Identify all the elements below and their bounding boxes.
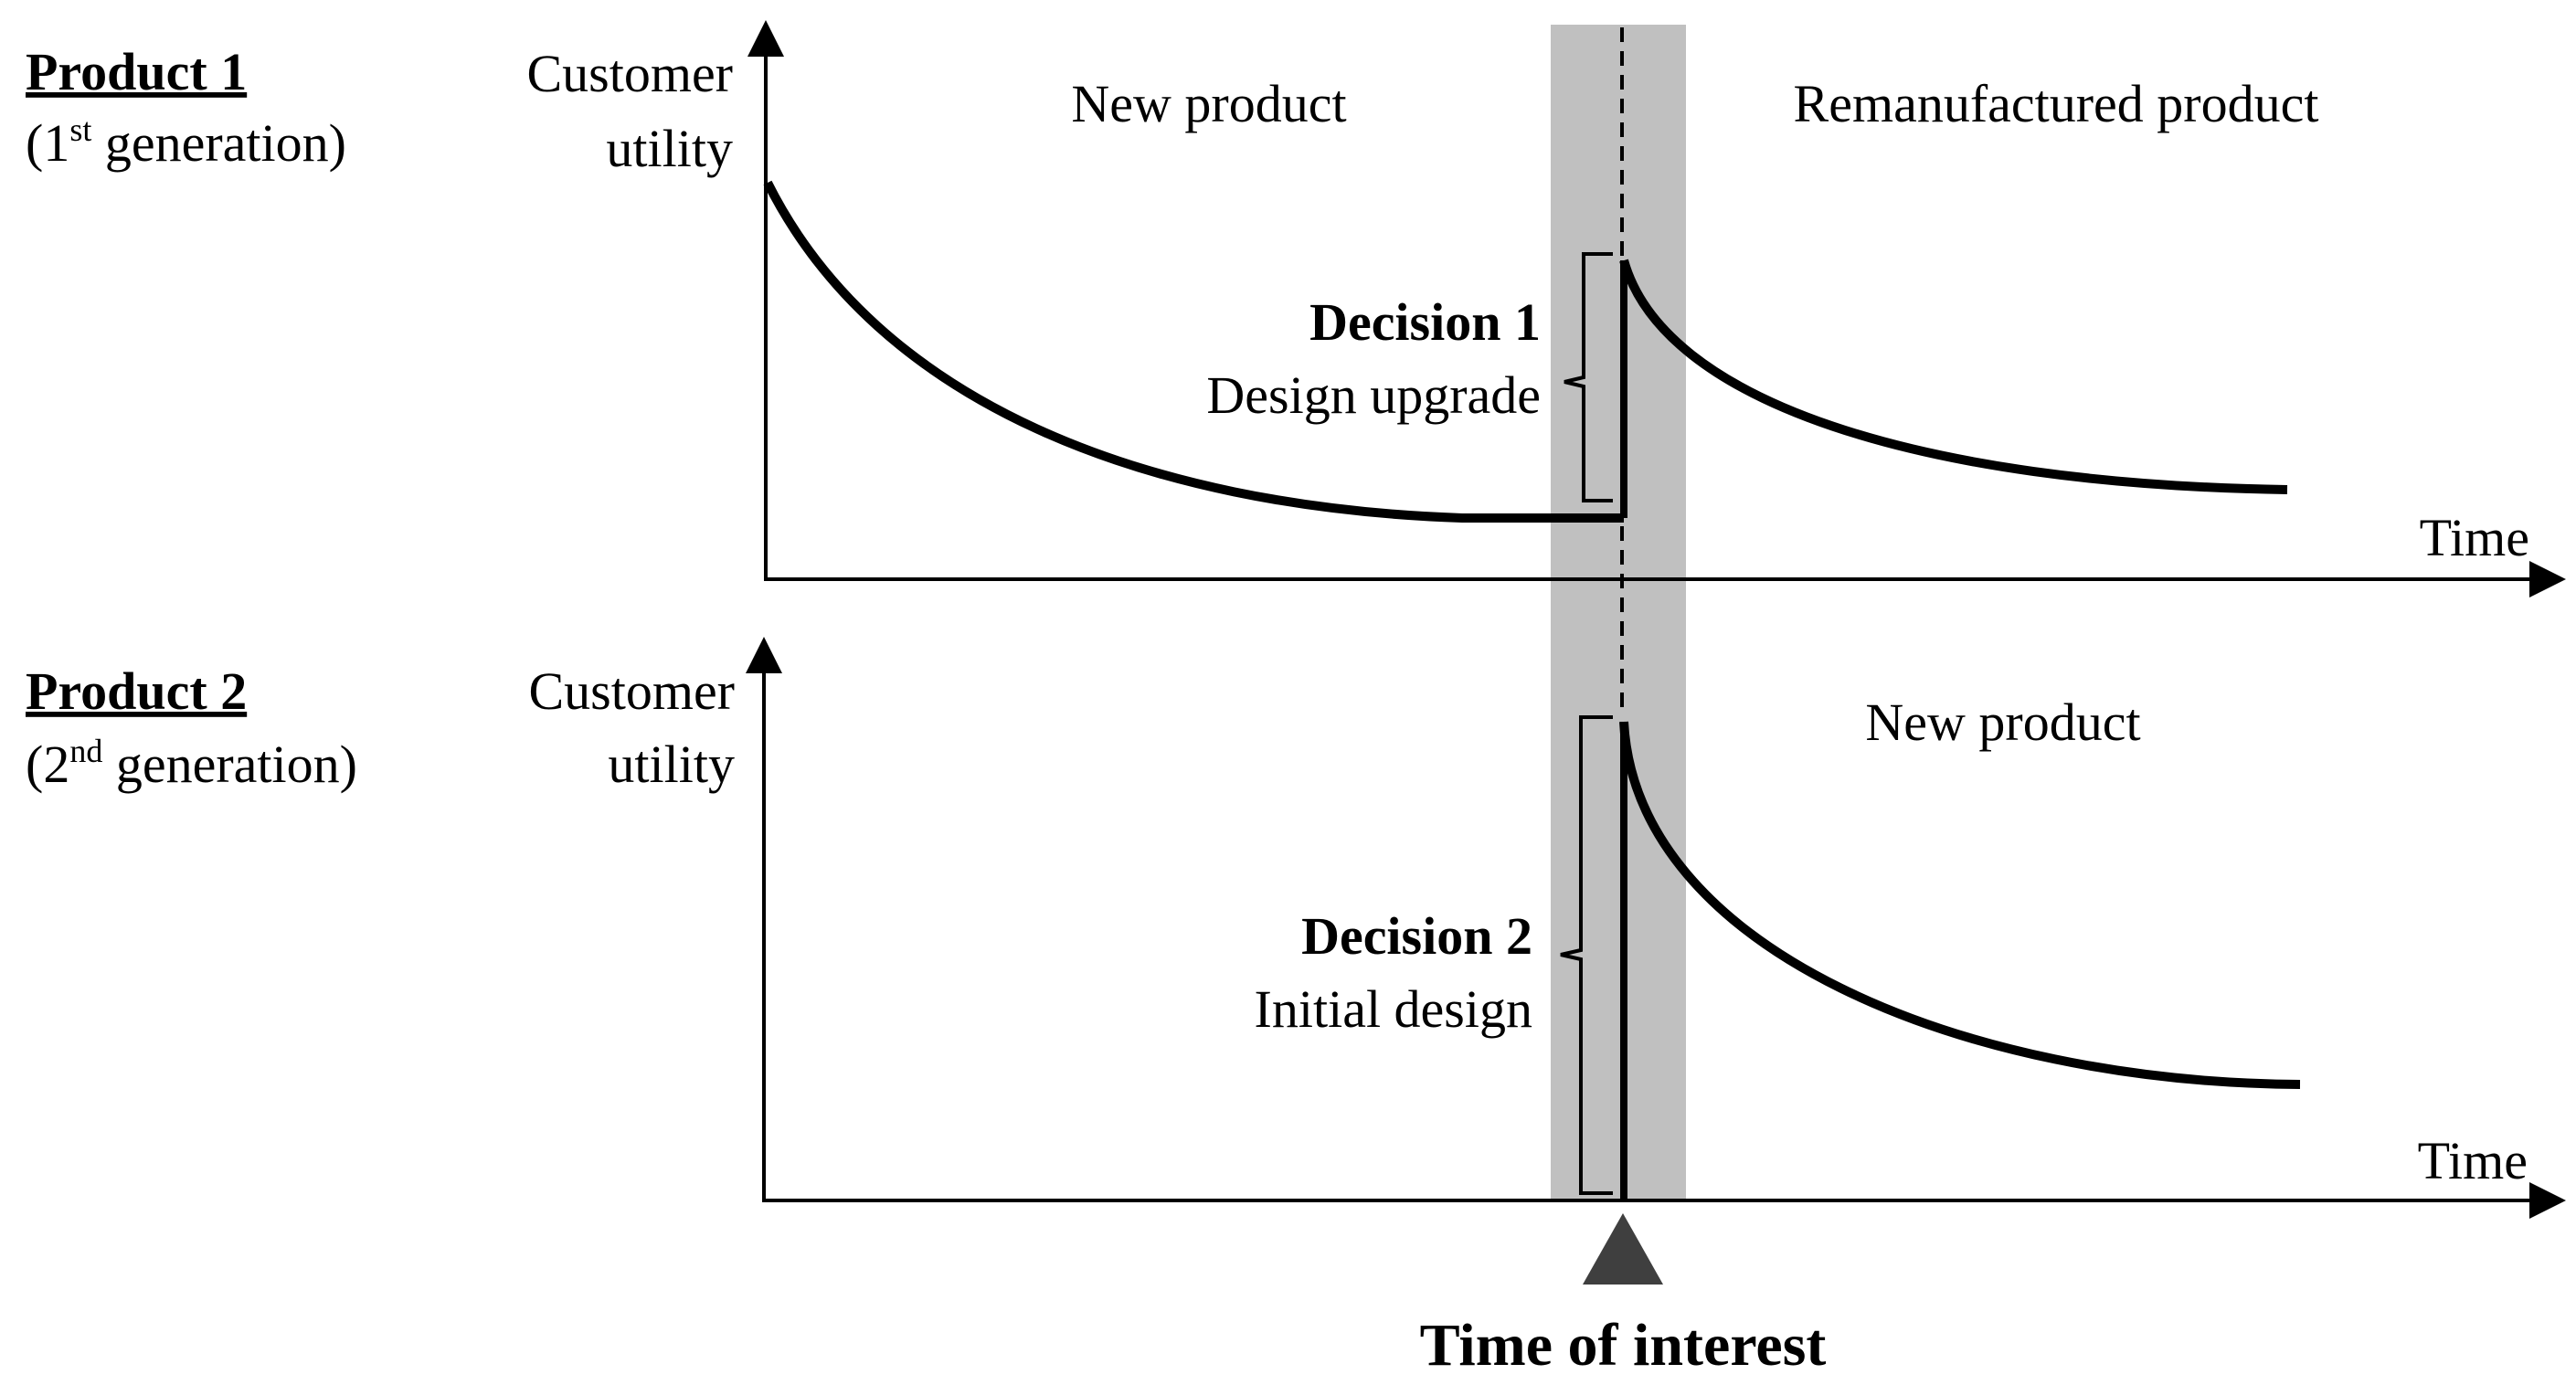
- product2-y-axis-label-line2: utility: [608, 735, 735, 794]
- product2-new-product-curve: [1619, 721, 2301, 1089]
- product1-region-remanufactured: Remanufactured product: [1794, 74, 2319, 133]
- product2-region-new-product: New product: [1865, 692, 2140, 752]
- product1-title: Product 1: [26, 42, 247, 101]
- product1-y-axis-label-line2: utility: [606, 119, 733, 178]
- product1-new-product-curve: [763, 180, 1624, 523]
- product2-y-axis-label-line1: Customer: [528, 661, 735, 721]
- time-of-interest-label: Time of interest: [1420, 1312, 1827, 1379]
- product1-decision-text: Design upgrade: [1206, 365, 1541, 425]
- product1-decision-title: Decision 1: [1309, 292, 1541, 352]
- product2-title: Product 2: [26, 661, 247, 721]
- time-of-interest-triangle: [1583, 1213, 1663, 1285]
- product2-generation: (2nd generation): [26, 733, 357, 794]
- product1-y-axis-label-line1: Customer: [526, 44, 733, 103]
- product2-x-axis-label: Time: [2418, 1131, 2528, 1190]
- product1-region-new-product: New product: [1071, 74, 1346, 133]
- product2-panel: Product 2 (2nd generation) Customer util…: [26, 637, 2566, 1219]
- product1-x-axis-label: Time: [2420, 508, 2529, 567]
- time-of-interest-band: [1551, 25, 1686, 1200]
- product1-decision-bracket: [1564, 252, 1613, 502]
- product1-panel: Product 1 (1st generation) Customer util…: [26, 20, 2566, 597]
- product2-decision-title: Decision 2: [1301, 906, 1532, 966]
- product2-decision-text: Initial design: [1255, 979, 1532, 1039]
- product1-remanufactured-curve: [1619, 259, 2288, 494]
- product1-generation: (1st generation): [26, 111, 346, 173]
- product2-decision-bracket: [1560, 715, 1613, 1195]
